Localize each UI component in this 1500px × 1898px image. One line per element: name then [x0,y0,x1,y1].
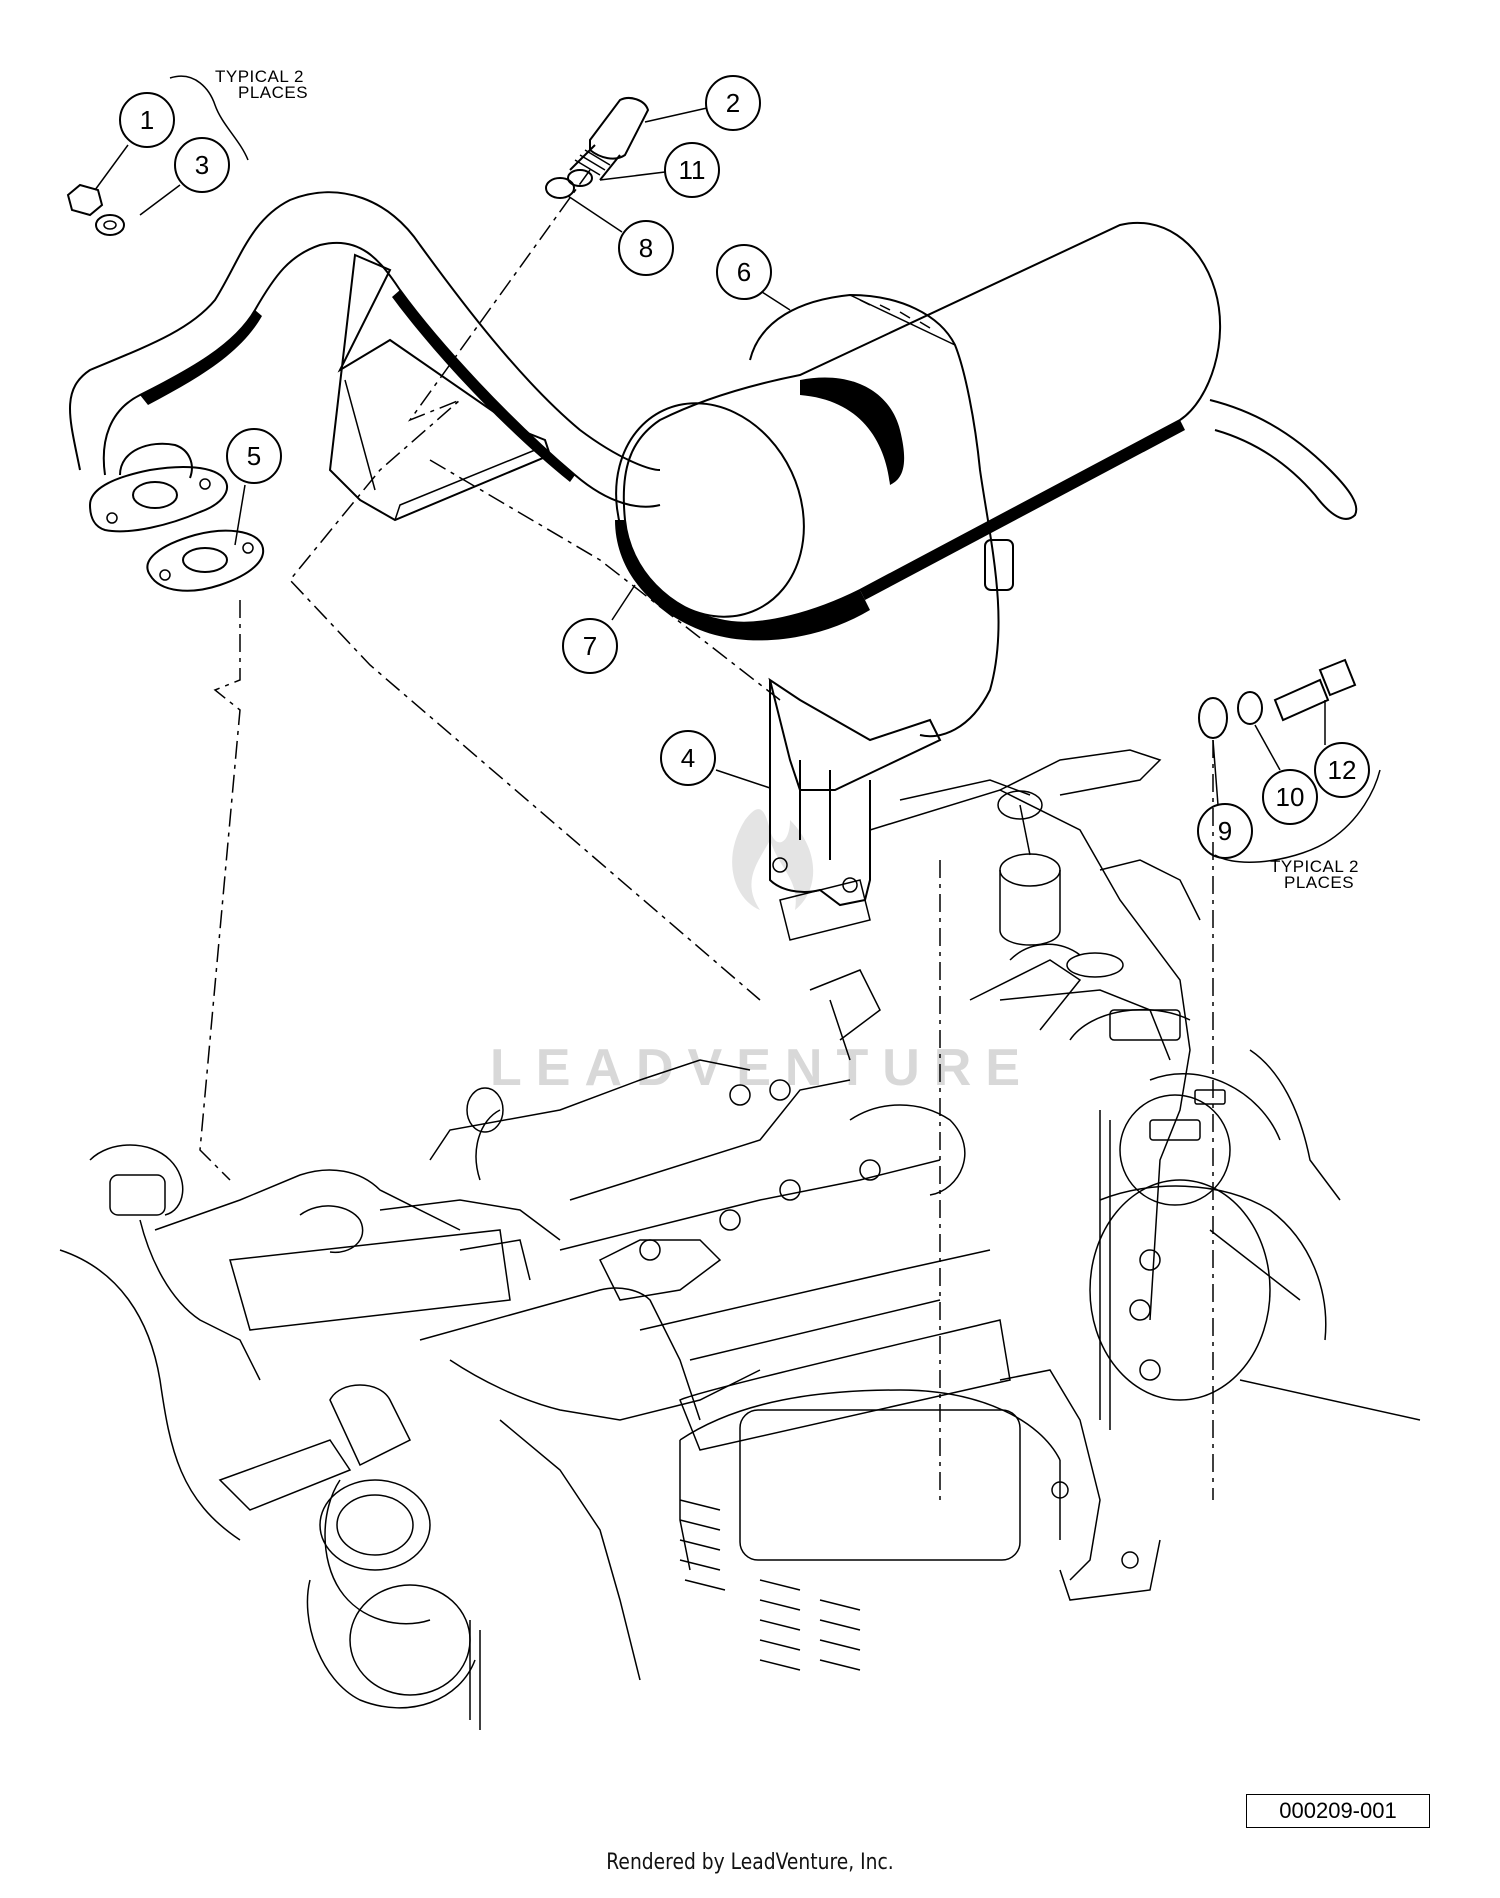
callout-1: 1 [94,92,175,191]
note-top-left: TYPICAL 2 PLACES [169,67,308,161]
note-right: TYPICAL 2 PLACES [1214,769,1381,892]
callout-3: 3 [139,137,230,216]
svg-text:8: 8 [639,233,653,263]
svg-text:11: 11 [679,155,706,185]
svg-text:2: 2 [726,88,740,118]
svg-text:9: 9 [1218,816,1232,846]
muffler [615,221,1358,641]
callout-9: 9 [1197,739,1253,859]
callout-2: 2 [644,75,761,131]
engine-assembly [59,749,1421,1730]
muffler-strap [749,293,1014,738]
callout-7: 7 [562,584,636,674]
svg-text:3: 3 [195,150,209,180]
svg-text:PLACES: PLACES [1284,873,1354,892]
svg-text:5: 5 [247,441,261,471]
svg-text:1: 1 [140,105,154,135]
exhaust-header-pipe [69,191,661,508]
callout-5: 5 [226,428,282,546]
hardware-nut-washer [66,183,125,236]
figure-id-box: 000209-001 [1246,1794,1430,1828]
svg-text:6: 6 [737,257,751,287]
watermark-text: LEADVENTURE [490,1039,1034,1097]
callout-10: 10 [1254,724,1318,825]
svg-text:12: 12 [1328,755,1357,785]
svg-text:PLACES: PLACES [238,83,308,102]
hardware-bolt-right [1198,658,1357,739]
callouts: 1 3 2 11 8 6 [94,75,1370,859]
callout-6: 6 [716,244,791,311]
callout-4: 4 [660,730,771,789]
callout-8: 8 [567,195,674,276]
callout-11: 11 [599,142,720,198]
svg-text:7: 7 [583,631,597,661]
exhaust-gasket [146,529,265,592]
callout-12: 12 [1314,700,1370,798]
svg-text:TYPICAL 2: TYPICAL 2 [215,67,304,86]
hardware-bolt-top [545,97,650,199]
header-bracket [328,253,552,522]
muffler-bracket [768,677,942,907]
rendered-by-credit: Rendered by LeadVenture, Inc. [606,1850,894,1875]
svg-text:10: 10 [1276,782,1305,812]
watermark: LEADVENTURE [490,809,1034,1097]
alignment-lines [199,169,1214,1500]
exhaust-flange [88,442,228,533]
svg-text:TYPICAL 2: TYPICAL 2 [1270,857,1359,876]
svg-text:4: 4 [681,743,695,773]
